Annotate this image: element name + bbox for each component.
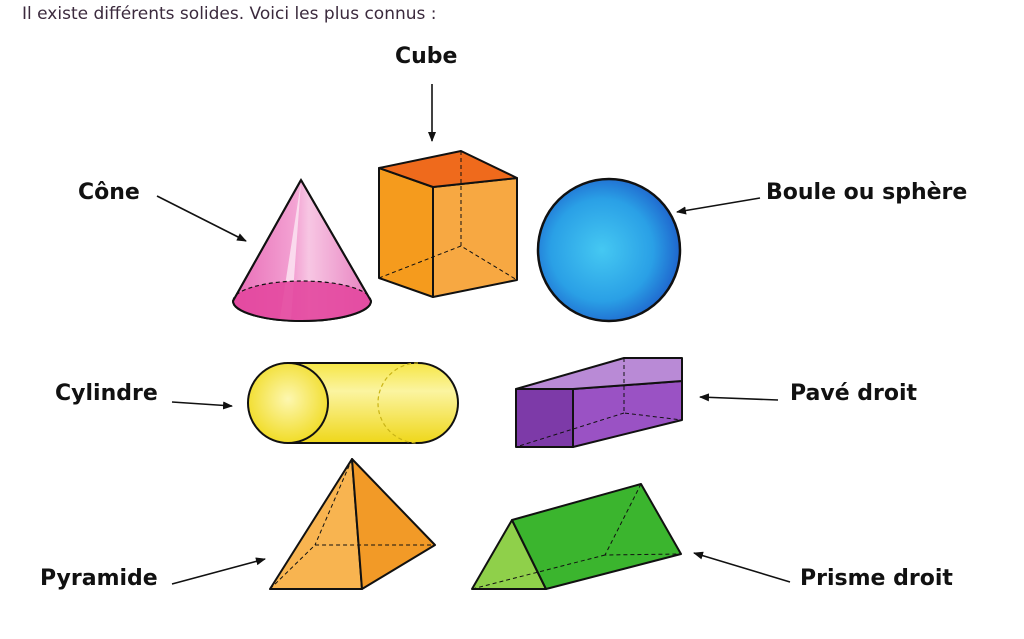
pyramid-shape [269,458,436,590]
label-cuboid: Pavé droit [790,381,918,406]
label-prism: Prisme droit [800,566,953,591]
label-cube: Cube [395,44,458,69]
cone-shape [231,177,373,322]
cuboid-shape [515,357,683,448]
label-pyramid: Pyramide [40,566,158,591]
label-cylinder: Cylindre [55,381,158,406]
arrow-sphere [676,197,761,215]
label-sphere: Boule ou sphère [766,180,968,205]
prism-shape [471,483,682,590]
arrow-pyramid [171,557,266,585]
arrow-prism [693,551,791,583]
cube-shape [378,150,518,298]
arrows [156,84,791,585]
cylinder-shape [247,362,459,444]
arrow-cuboid [699,393,779,402]
arrow-cylinder [171,401,233,410]
arrow-cone [156,195,247,242]
sphere-shape [536,177,682,323]
label-cone: Cône [78,180,140,205]
intro-text: Il existe différents solides. Voici les … [22,4,437,24]
